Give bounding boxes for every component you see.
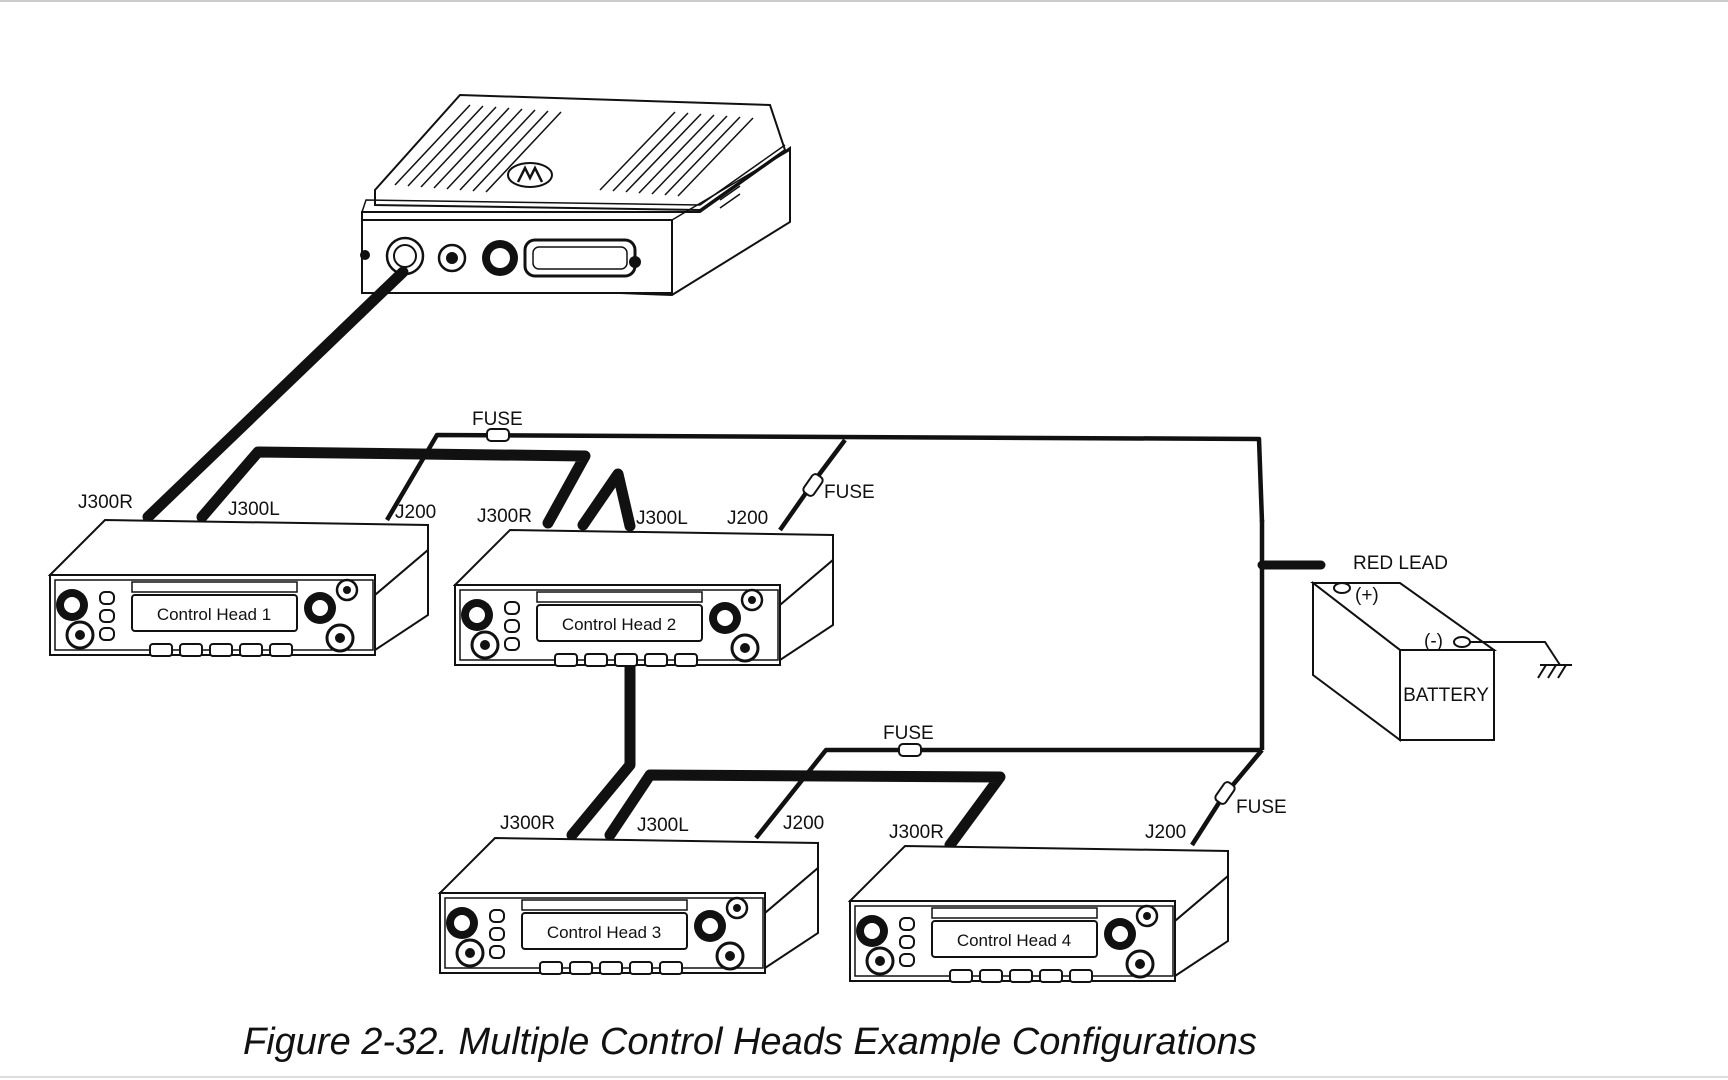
- label-head2-j300r: J300R: [477, 506, 532, 527]
- fuse-4-icon: [1214, 781, 1236, 805]
- label-red-lead: RED LEAD: [1353, 553, 1448, 574]
- control-head-4-label: Control Head 4: [957, 931, 1071, 950]
- label-positive: (+): [1355, 585, 1379, 606]
- label-head4-j300r: J300R: [889, 822, 944, 843]
- connector-labels: J300R J300L J200 J300R J300L J200 J300R …: [78, 409, 1489, 843]
- fuse-2-icon: [802, 473, 824, 497]
- label-fuse-3: FUSE: [883, 723, 934, 744]
- label-head3-j300r: J300R: [500, 813, 555, 834]
- fuse-3-icon: [898, 743, 922, 757]
- label-fuse-1: FUSE: [472, 409, 523, 430]
- control-head-3: Control Head 3: [438, 836, 820, 976]
- label-head3-j200: J200: [783, 813, 824, 834]
- battery: [1310, 580, 1572, 742]
- label-head1-j200: J200: [395, 502, 436, 523]
- label-head4-j200: J200: [1145, 822, 1186, 843]
- control-head-1-label: Control Head 1: [157, 605, 271, 624]
- control-head-1: Control Head 1: [48, 518, 430, 658]
- battery-positive-terminal-icon: [1333, 582, 1351, 594]
- control-cables: [142, 266, 1006, 851]
- label-fuse-4: FUSE: [1236, 797, 1287, 818]
- label-head2-j200: J200: [727, 508, 768, 529]
- control-head-3-label: Control Head 3: [547, 923, 661, 942]
- fuses: [486, 428, 1236, 805]
- power-wires: [385, 432, 1326, 847]
- label-negative: (-): [1424, 631, 1443, 652]
- control-head-2: Control Head 2: [453, 528, 835, 668]
- label-battery: BATTERY: [1403, 685, 1489, 706]
- label-head3-j300l: J300L: [637, 815, 689, 836]
- motorola-logo-icon: [507, 162, 553, 188]
- figure-caption: Figure 2-32. Multiple Control Heads Exam…: [243, 1021, 1257, 1063]
- fuse-1-icon: [486, 428, 510, 442]
- radio-transceiver: [360, 93, 791, 297]
- control-head-4: Control Head 4: [848, 844, 1230, 984]
- label-head1-j300l: J300L: [228, 499, 280, 520]
- ground-icon: [1537, 664, 1572, 679]
- label-head1-j300r: J300R: [78, 492, 133, 513]
- label-fuse-2: FUSE: [824, 482, 875, 503]
- control-head-2-label: Control Head 2: [562, 615, 676, 634]
- label-head2-j300l: J300L: [636, 508, 688, 529]
- battery-negative-terminal-icon: [1453, 636, 1471, 648]
